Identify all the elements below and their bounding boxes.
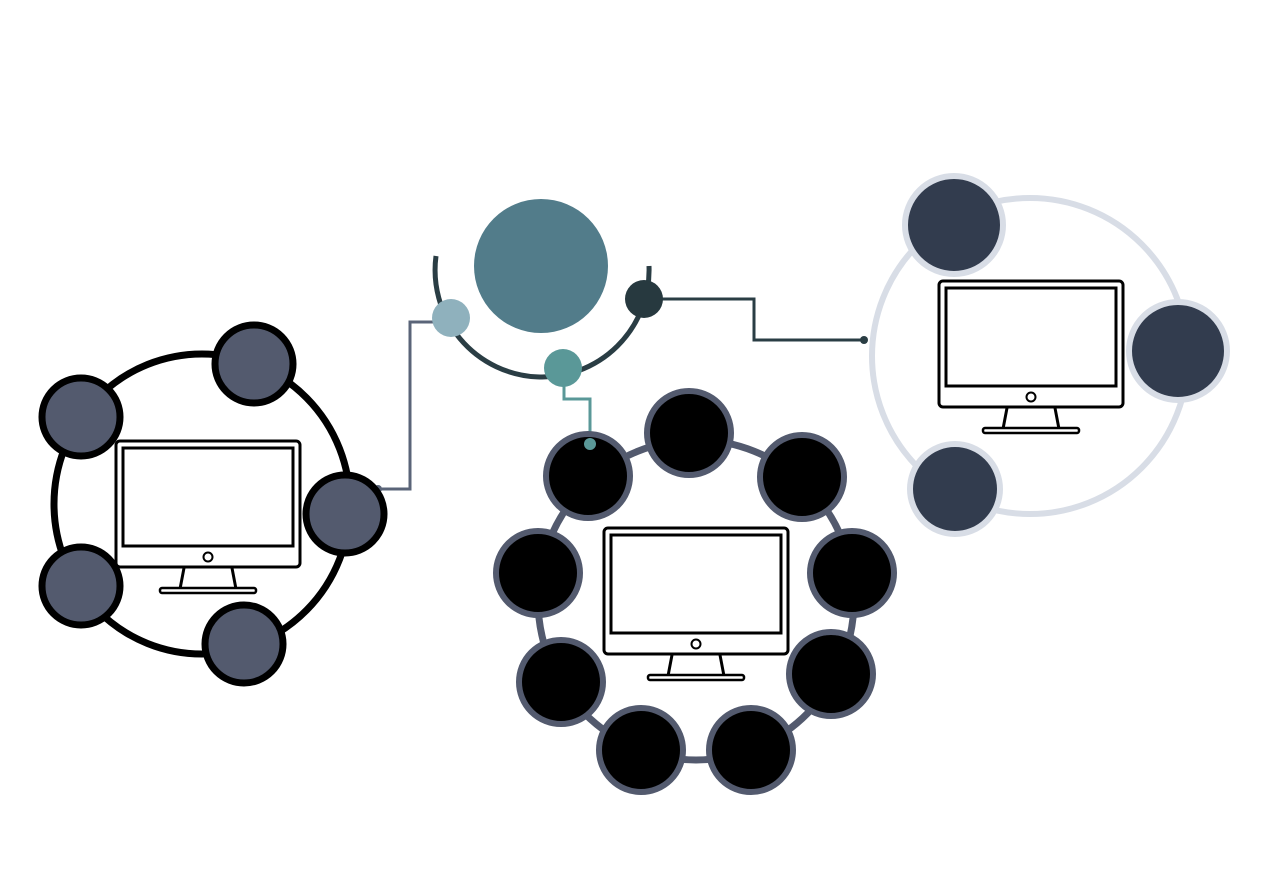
connector-line-left <box>378 320 437 491</box>
cluster-right <box>869 173 1230 537</box>
hub-node-bottom <box>544 349 582 387</box>
connector-dot-right <box>860 336 868 344</box>
hub-node-left <box>432 299 470 337</box>
cluster-center-node <box>493 528 583 618</box>
hub-center-node <box>474 199 608 333</box>
link-right-cluster-to-hub <box>660 297 868 344</box>
cluster-right-node <box>907 441 1003 537</box>
cluster-center-node <box>706 705 796 795</box>
cluster-left <box>38 321 388 687</box>
cluster-center-nodes <box>493 388 897 795</box>
desktop-computer-icon <box>602 526 790 682</box>
cluster-left-node <box>38 543 124 629</box>
desktop-computer-icon <box>114 439 302 595</box>
cluster-center-node <box>516 637 606 727</box>
cluster-left-nodes <box>38 321 388 687</box>
connector-line-bottom <box>562 380 592 444</box>
cluster-right-node <box>1126 299 1230 403</box>
hub-node-right <box>625 280 663 318</box>
hub <box>432 199 663 387</box>
cluster-right-nodes <box>902 173 1230 537</box>
cluster-center-node <box>807 528 897 618</box>
cluster-left-node <box>302 471 388 557</box>
connector-dot-bottom <box>584 438 596 450</box>
link-center-cluster-to-hub <box>562 380 592 444</box>
connector-line-right <box>660 297 864 342</box>
link-left-cluster-to-hub <box>374 320 437 493</box>
cluster-right-node <box>902 173 1006 277</box>
cluster-left-node <box>38 374 124 460</box>
cluster-center-node <box>786 629 876 719</box>
cluster-center-node <box>644 388 734 478</box>
cluster-left-node <box>211 321 297 407</box>
desktop-computer-icon <box>937 279 1125 435</box>
cluster-center-node <box>757 432 847 522</box>
cluster-center <box>493 388 897 795</box>
cluster-center-node <box>543 431 633 521</box>
cluster-center-node <box>596 705 686 795</box>
cluster-left-node <box>201 601 287 687</box>
